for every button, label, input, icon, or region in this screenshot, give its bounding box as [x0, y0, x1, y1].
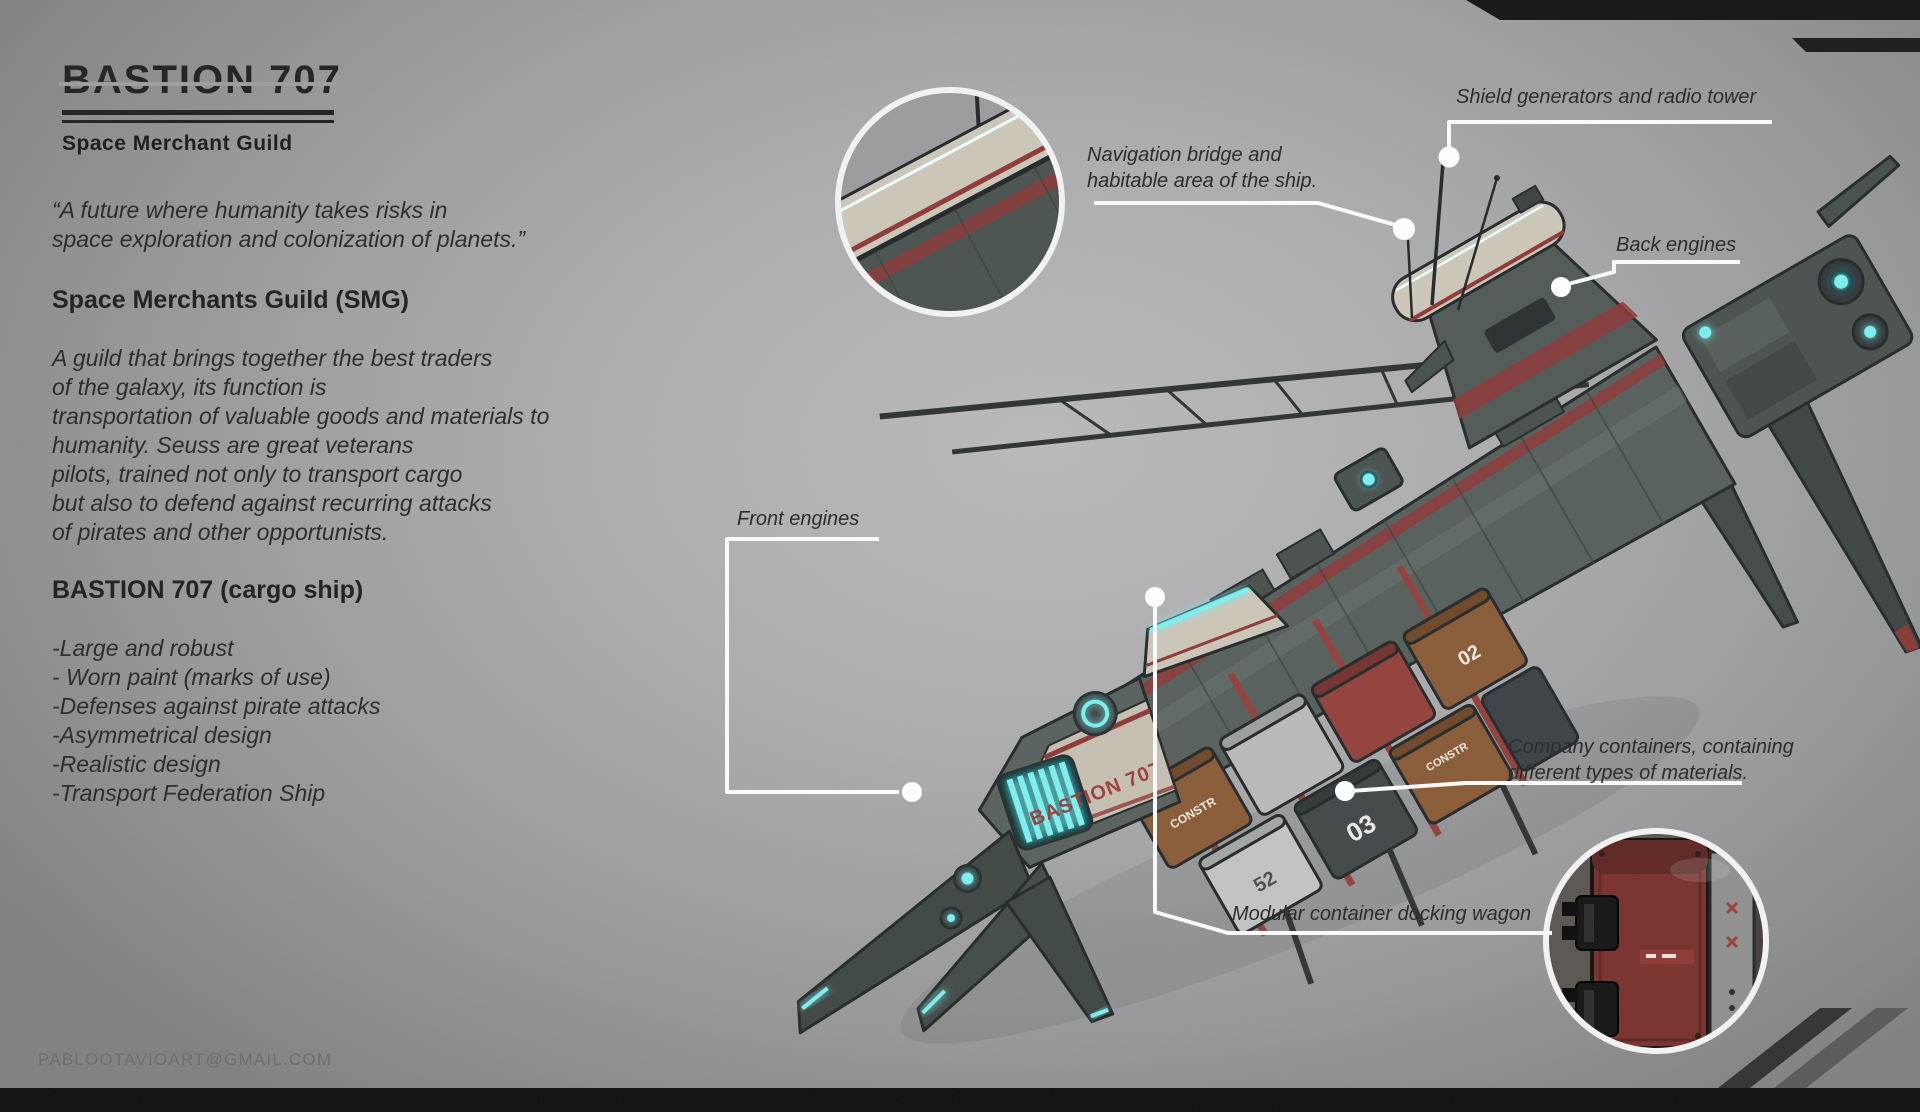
intro-quote: “A future where humanity takes risks in …: [52, 197, 526, 252]
guild-description: A guild that brings together the best tr…: [52, 345, 550, 545]
callout-label-docking: Modular container docking wagon: [1232, 903, 1532, 925]
logo-subtitle: Space Merchant Guild: [62, 132, 293, 155]
callout-label-shield: Shield generators and radio tower: [1456, 86, 1757, 108]
ship-section-heading: BASTION 707 (cargo ship): [52, 576, 364, 604]
ship-features-list: -Large and robust - Worn paint (marks of…: [52, 635, 381, 806]
artist-email: PABLOOTAVIOART@GMAIL.COM: [38, 1050, 333, 1069]
logo-rule-thin: [62, 120, 334, 123]
callout-label-containers: Company containers, containing different…: [1508, 736, 1794, 784]
logo-rule-thick: [62, 110, 334, 115]
guild-section-heading: Space Merchants Guild (SMG): [52, 286, 410, 314]
logo-block: BASTION 707 Space Merchant Guild: [59, 60, 342, 156]
callout-label-back-engines: Back engines: [1616, 234, 1737, 256]
callout-label-navigation: Navigation bridge and habitable area of …: [1087, 144, 1318, 192]
callout-label-front-engines: Front engines: [737, 508, 860, 530]
page-title: BASTION 707: [59, 60, 342, 100]
logo-stencil-cut: [59, 82, 336, 86]
